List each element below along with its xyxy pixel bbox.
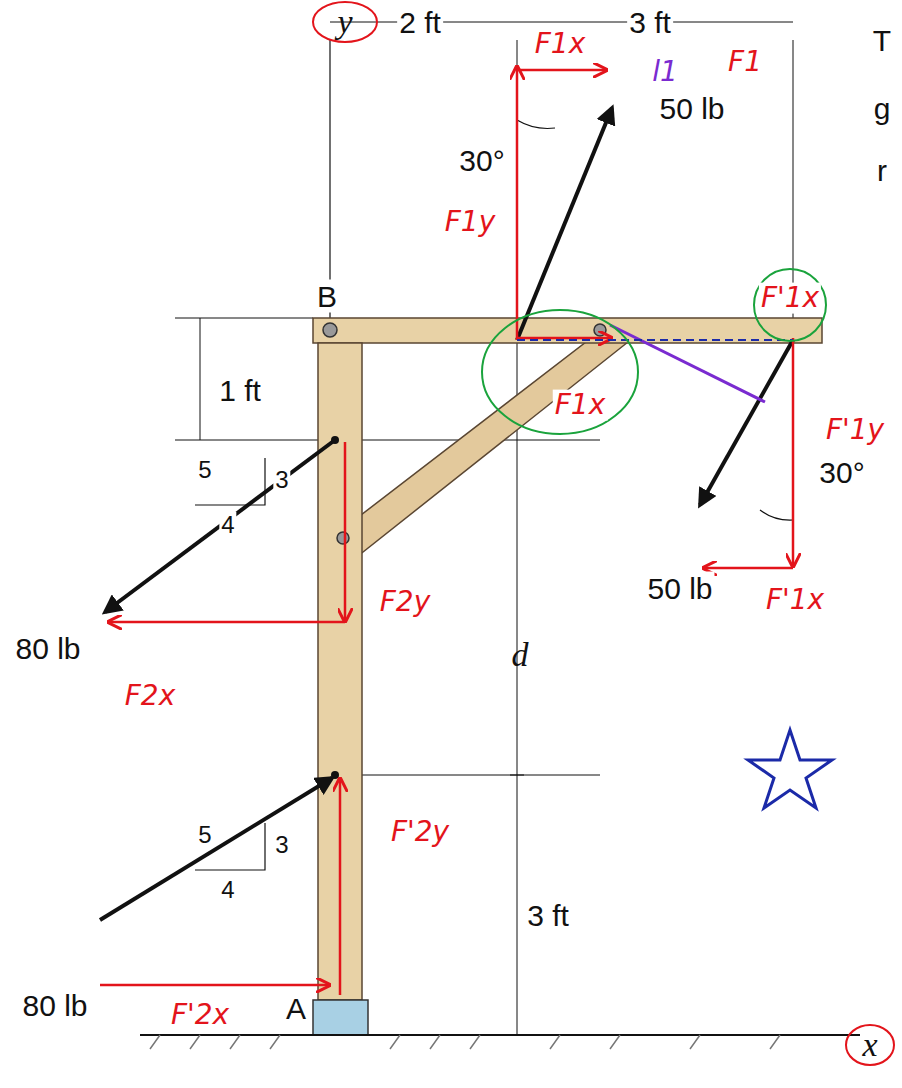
component-label: F'2x	[169, 1000, 231, 1031]
force-magnitude: 80 lb	[13, 632, 82, 665]
point-label: B	[315, 280, 339, 313]
force-magnitude: 80 lb	[20, 989, 89, 1022]
slope-number: 5	[196, 457, 213, 483]
component-label: F'2y	[389, 817, 451, 848]
component-label: F1x	[553, 390, 608, 421]
cut-text: g	[872, 92, 893, 125]
force-magnitude: 50 lb	[657, 92, 726, 125]
dimension: 3 ft	[627, 6, 673, 39]
angle-label: 30°	[457, 144, 506, 177]
dimension: d	[510, 636, 531, 673]
cut-text: r	[875, 154, 889, 187]
force-label: F1	[726, 47, 764, 78]
force-magnitude: 50 lb	[645, 572, 714, 605]
point-label: A	[284, 992, 308, 1025]
dimension: 1 ft	[217, 374, 263, 407]
component-label: F2x	[123, 681, 178, 712]
axis-label: x	[860, 1026, 879, 1063]
component-label: F'1y	[824, 415, 886, 446]
dimension: 2 ft	[397, 6, 443, 39]
slope-number: 3	[273, 832, 290, 858]
slope-number: 3	[273, 467, 290, 493]
component-label: F1y	[443, 207, 498, 238]
cut-text: T	[871, 24, 893, 57]
component-label: F'1x	[759, 283, 821, 314]
dimension: 3 ft	[525, 899, 571, 932]
component-label: F'1x	[764, 585, 826, 616]
slope-number: 4	[219, 512, 236, 538]
angle-label: 30°	[817, 456, 866, 489]
axis-label: y	[335, 3, 354, 40]
moment-arm-label: l1	[650, 57, 680, 88]
slope-number: 4	[219, 877, 236, 903]
component-label: F2y	[378, 587, 433, 618]
component-label: F1x	[533, 29, 588, 60]
slope-number: 5	[196, 822, 213, 848]
